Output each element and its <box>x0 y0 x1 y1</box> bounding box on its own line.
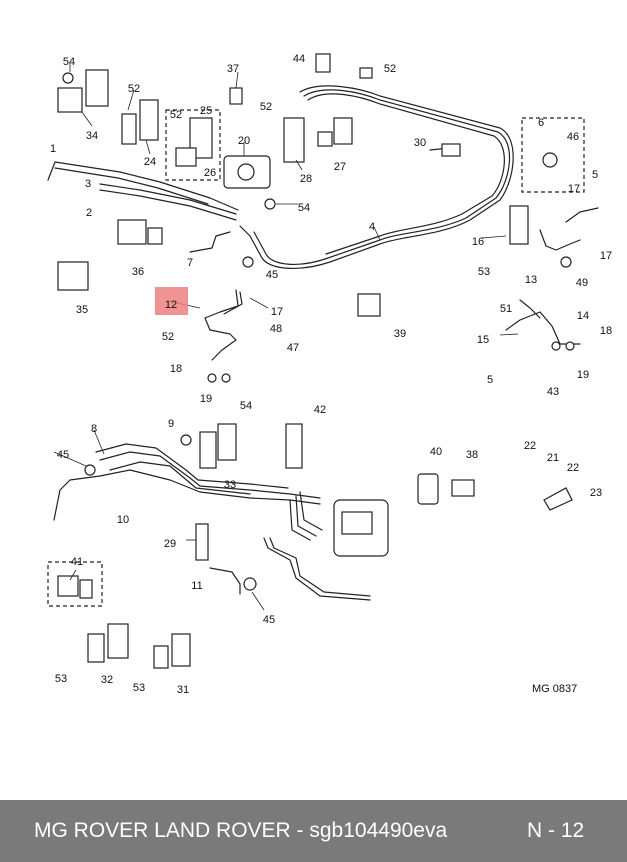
callout-label-52: 52 <box>384 63 396 75</box>
callout-label-52: 52 <box>170 109 182 121</box>
footer-bar: MG ROVER LAND ROVER - sgb104490eva N - 1… <box>0 800 627 862</box>
callout-label-43: 43 <box>547 386 559 398</box>
callout-label-24: 24 <box>144 156 156 168</box>
callout-label-18: 18 <box>600 325 612 337</box>
callout-label-45: 45 <box>57 449 69 461</box>
callout-label-41: 41 <box>71 556 83 568</box>
callout-label-38: 38 <box>466 449 478 461</box>
callout-label-37: 37 <box>227 63 239 75</box>
callout-label-52: 52 <box>260 101 272 113</box>
callout-label-49: 49 <box>576 277 588 289</box>
callout-label-5: 5 <box>592 169 598 181</box>
callout-label-16: 16 <box>472 236 484 248</box>
callout-label-11: 11 <box>191 580 202 592</box>
callout-label-46: 46 <box>567 131 579 143</box>
callout-label-31: 31 <box>177 684 189 696</box>
callout-label-20: 20 <box>238 135 250 147</box>
callout-label-19: 19 <box>577 369 589 381</box>
callout-label-32: 32 <box>101 674 113 686</box>
callout-label-53: 53 <box>55 673 67 685</box>
callout-label-29: 29 <box>164 538 176 550</box>
callout-label-48: 48 <box>270 323 282 335</box>
callout-label-9: 9 <box>168 418 174 430</box>
callout-label-47: 47 <box>287 342 299 354</box>
callout-label-44: 44 <box>293 53 305 65</box>
brake-pipes-diagram: 5434522452252637522028544452273064613241… <box>47 53 612 696</box>
callout-label-4: 4 <box>369 221 375 233</box>
callout-label-42: 42 <box>314 404 326 416</box>
callout-label-23: 23 <box>590 487 602 499</box>
callout-label-53: 53 <box>133 682 145 694</box>
callout-label-52: 52 <box>128 83 140 95</box>
callout-label-7: 7 <box>187 257 193 269</box>
callout-label-52: 52 <box>162 331 174 343</box>
callout-label-53: 53 <box>478 266 490 278</box>
callout-label-17: 17 <box>600 250 612 262</box>
diagram-linework <box>47 85 599 601</box>
callout-label-21: 21 <box>547 452 559 464</box>
callout-label-13: 13 <box>525 274 537 286</box>
figure-reference: MG 0837 <box>532 683 577 695</box>
callout-label-10: 10 <box>117 514 129 526</box>
callout-label-54: 54 <box>298 202 310 214</box>
callout-label-45: 45 <box>266 269 278 281</box>
callout-label-30: 30 <box>414 137 426 149</box>
callout-label-54: 54 <box>240 400 252 412</box>
highlight-marker <box>155 287 188 315</box>
callout-label-25: 25 <box>200 105 212 117</box>
callout-label-18: 18 <box>170 363 182 375</box>
callout-label-26: 26 <box>204 167 216 179</box>
callout-label-35: 35 <box>76 304 88 316</box>
leader-lines <box>53 62 519 611</box>
callout-label-3: 3 <box>85 178 91 190</box>
callout-label-45: 45 <box>263 614 275 626</box>
callout-label-36: 36 <box>132 266 144 278</box>
callout-label-14: 14 <box>577 310 589 322</box>
callout-label-19: 19 <box>200 393 212 405</box>
callout-label-2: 2 <box>86 207 92 219</box>
footer-page-number: N - 12 <box>527 819 585 842</box>
callout-label-54: 54 <box>63 56 75 68</box>
callout-label-12: 12 <box>165 299 177 311</box>
callout-label-28: 28 <box>300 173 312 185</box>
callout-label-34: 34 <box>86 130 98 142</box>
component-blocks <box>47 53 585 669</box>
callout-label-27: 27 <box>334 161 346 173</box>
callout-label-51: 51 <box>500 303 512 315</box>
callout-label-17: 17 <box>568 183 580 195</box>
callout-label-6: 6 <box>538 117 544 129</box>
callout-label-15: 15 <box>477 334 489 346</box>
footer-title: MG ROVER LAND ROVER - sgb104490eva <box>34 819 448 842</box>
callout-label-17: 17 <box>271 306 283 318</box>
callout-label-33: 33 <box>224 479 236 491</box>
callout-label-5: 5 <box>487 374 493 386</box>
callout-label-39: 39 <box>394 328 406 340</box>
callout-label-1: 1 <box>50 143 56 155</box>
callout-label-22: 22 <box>567 462 579 474</box>
callout-label-22: 22 <box>524 440 536 452</box>
callout-label-40: 40 <box>430 446 442 458</box>
callout-label-8: 8 <box>91 423 97 435</box>
